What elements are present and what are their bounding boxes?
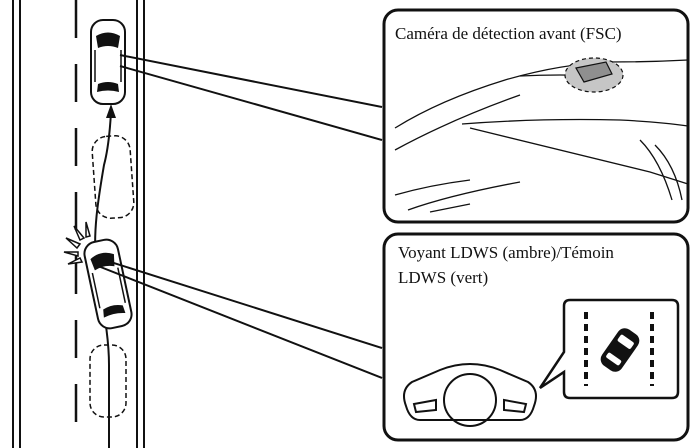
front-camera-label: Caméra de détection avant (FSC) bbox=[395, 24, 622, 43]
ldws-label-line2: LDWS (vert) bbox=[398, 268, 489, 287]
warning-flash-icon bbox=[63, 221, 91, 265]
windshield-sketch bbox=[394, 59, 689, 213]
ghost-car-upper bbox=[91, 135, 135, 219]
drifting-car-icon bbox=[83, 238, 133, 330]
trajectory-arrowhead bbox=[106, 104, 116, 118]
car-top-view-icon bbox=[90, 19, 126, 105]
ldws-label-line1: Voyant LDWS (ambre)/Témoin bbox=[398, 243, 614, 262]
leader-fsc-1 bbox=[119, 54, 383, 108]
leader-ldws-2 bbox=[97, 265, 383, 379]
camera-housing bbox=[575, 61, 613, 83]
ldws-indicator-label: Voyant LDWS (ambre)/Témoin LDWS (vert) bbox=[398, 240, 688, 290]
lane-departure-icon bbox=[584, 312, 654, 386]
leader-ldws-1 bbox=[97, 257, 383, 349]
leader-fsc-2 bbox=[119, 65, 383, 141]
dashboard-cluster-icon bbox=[403, 362, 537, 427]
